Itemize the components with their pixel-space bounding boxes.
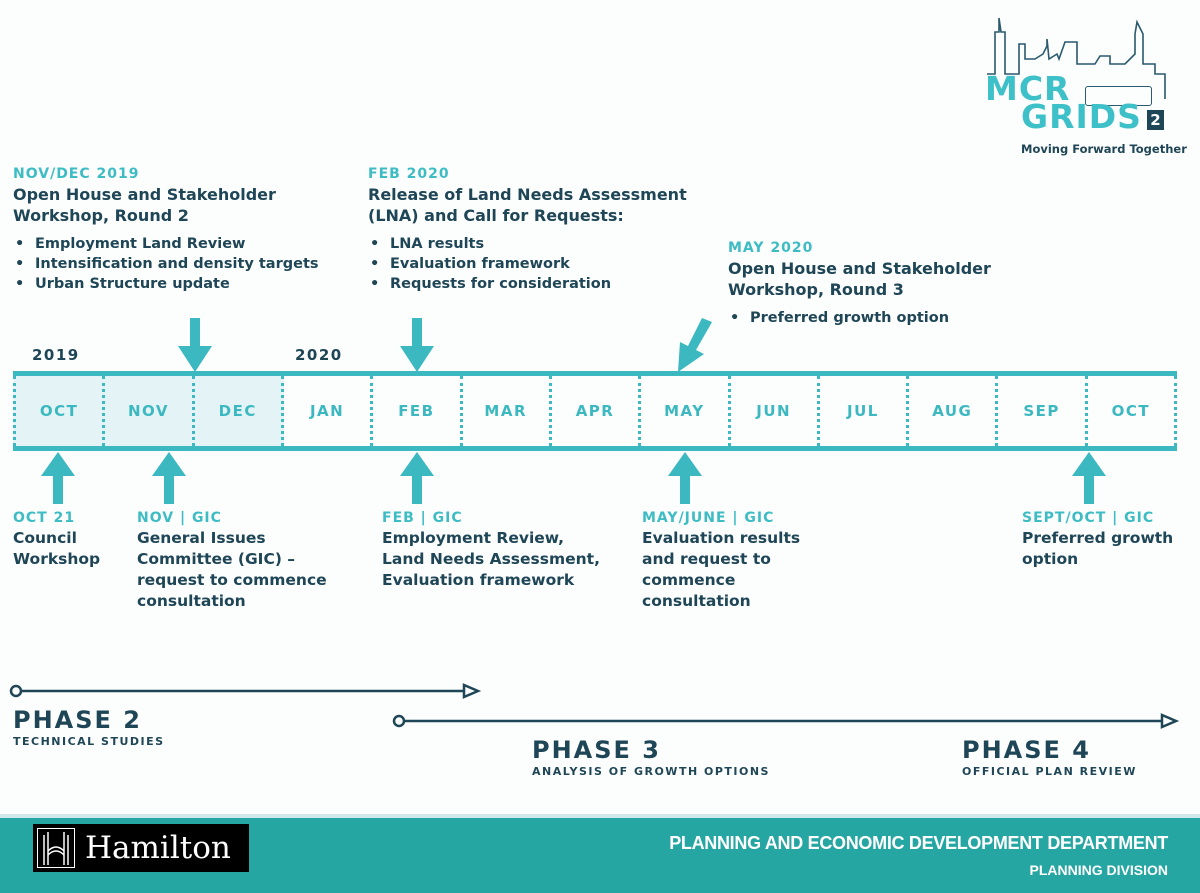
mcr-grids-logo: MCR GRIDS 2 Moving Forward Together [985, 14, 1187, 159]
event-bullets: Employment Land Review Intensification a… [13, 234, 343, 294]
event-date: NOV/DEC 2019 [13, 166, 140, 182]
bullet-item: Urban Structure update [13, 274, 343, 294]
event-date: MAY 2020 [728, 240, 814, 256]
phase-subtitle: TECHNICAL STUDIES [13, 735, 165, 748]
logo-grids: GRIDS [1021, 97, 1142, 136]
phase-2-line [9, 683, 482, 699]
phase-title: PHASE 4 [962, 736, 1091, 764]
arrow-up-icon [668, 452, 702, 504]
bullet-item: Requests for consideration [368, 274, 708, 294]
milestone-date: FEB | GIC [382, 510, 463, 526]
phase-3-4-line [392, 713, 1180, 729]
milestone-date: SEPT/OCT | GIC [1022, 510, 1155, 526]
department-info: PLANNING AND ECONOMIC DEVELOPMENT DEPART… [669, 833, 1168, 878]
event-nov-dec-2019: NOV/DEC 2019 Open House and Stakeholder … [13, 166, 343, 294]
bullet-item: Employment Land Review [13, 234, 343, 254]
logo-tagline: Moving Forward Together [1021, 142, 1187, 156]
bullet-item: LNA results [368, 234, 708, 254]
month-cell: AUG [909, 376, 999, 446]
footer-divider [0, 814, 1200, 818]
month-timeline: OCT NOV DEC JAN FEB MAR APR MAY JUN JUL … [13, 371, 1178, 451]
arrow-down-icon [400, 318, 434, 372]
month-cell: NOV [105, 376, 195, 446]
milestone-oct-21: OCT 21 Council Workshop [13, 510, 123, 570]
event-may-2020: MAY 2020 Open House and Stakeholder Work… [728, 240, 1028, 328]
phase-title: PHASE 3 [532, 736, 661, 764]
milestone-text: Evaluation results and request to commen… [642, 529, 801, 610]
month-cell: OCT [1088, 376, 1178, 446]
bullet-item: Evaluation framework [368, 254, 708, 274]
event-bullets: Preferred growth option [728, 308, 1028, 328]
milestone-text: General Issues Committee (GIC) – request… [137, 529, 327, 610]
event-title: Open House and Stakeholder Workshop, Rou… [728, 259, 991, 299]
month-cell: OCT [13, 376, 106, 446]
logo-superscript: 2 [1147, 110, 1164, 130]
hamilton-logo: Hamilton [33, 824, 249, 872]
phase-4: PHASE 4 OFFICIAL PLAN REVIEW [962, 736, 1137, 778]
arrow-up-icon [41, 452, 75, 504]
event-date: FEB 2020 [368, 166, 450, 182]
month-cell: JAN [284, 376, 374, 446]
bullet-item: Preferred growth option [728, 308, 1028, 328]
milestone-date: OCT 21 [13, 510, 76, 526]
arrow-up-icon [152, 452, 186, 504]
month-cell: APR [552, 376, 642, 446]
phase-3: PHASE 3 ANALYSIS OF GROWTH OPTIONS [532, 736, 770, 778]
milestone-feb-gic: FEB | GIC Employment Review, Land Needs … [382, 510, 612, 591]
division-name: PLANNING DIVISION [1029, 862, 1168, 878]
milestone-sept-oct-gic: SEPT/OCT | GIC Preferred growth option [1022, 510, 1192, 570]
month-cell: JUL [820, 376, 910, 446]
milestone-text: Council Workshop [13, 529, 101, 568]
skyline-icon [987, 17, 1166, 99]
event-bullets: LNA results Evaluation framework Request… [368, 234, 708, 294]
bullet-item: Intensification and density targets [13, 254, 343, 274]
event-title: Open House and Stakeholder Workshop, Rou… [13, 185, 276, 225]
hamilton-wordmark: Hamilton [85, 830, 231, 866]
department-name: PLANNING AND ECONOMIC DEVELOPMENT DEPART… [669, 833, 1168, 853]
month-cell: FEB [373, 376, 463, 446]
milestone-date: MAY/JUNE | GIC [642, 510, 775, 526]
year-label-2019: 2019 [32, 346, 80, 364]
milestone-may-june-gic: MAY/JUNE | GIC Evaluation results and re… [642, 510, 812, 612]
hamilton-crest-icon [37, 828, 75, 868]
month-cell: SEP [998, 376, 1088, 446]
phase-title: PHASE 2 [13, 706, 142, 734]
phase-2: PHASE 2 TECHNICAL STUDIES [13, 706, 165, 748]
milestone-text: Employment Review, Land Needs Assessment… [382, 529, 600, 589]
arrow-up-icon [1072, 452, 1106, 504]
month-cell: DEC [194, 376, 284, 446]
phase-subtitle: OFFICIAL PLAN REVIEW [962, 765, 1137, 778]
arrow-diagonal-icon [678, 318, 712, 372]
event-title: Release of Land Needs Assessment (LNA) a… [368, 185, 687, 225]
milestone-text: Preferred growth option [1022, 529, 1174, 568]
bus-icon [1085, 86, 1152, 106]
month-cell: MAY [641, 376, 731, 446]
logo-mcr: MCR [985, 69, 1071, 108]
month-cell: JUN [731, 376, 820, 446]
phase-subtitle: ANALYSIS OF GROWTH OPTIONS [532, 765, 770, 778]
month-cell: MAR [463, 376, 552, 446]
milestone-date: NOV | GIC [137, 510, 222, 526]
arrow-down-icon [178, 318, 212, 372]
milestone-nov-gic: NOV | GIC General Issues Committee (GIC)… [137, 510, 347, 612]
year-label-2020: 2020 [295, 346, 343, 364]
arrow-up-icon [400, 452, 434, 504]
event-feb-2020: FEB 2020 Release of Land Needs Assessmen… [368, 166, 708, 294]
